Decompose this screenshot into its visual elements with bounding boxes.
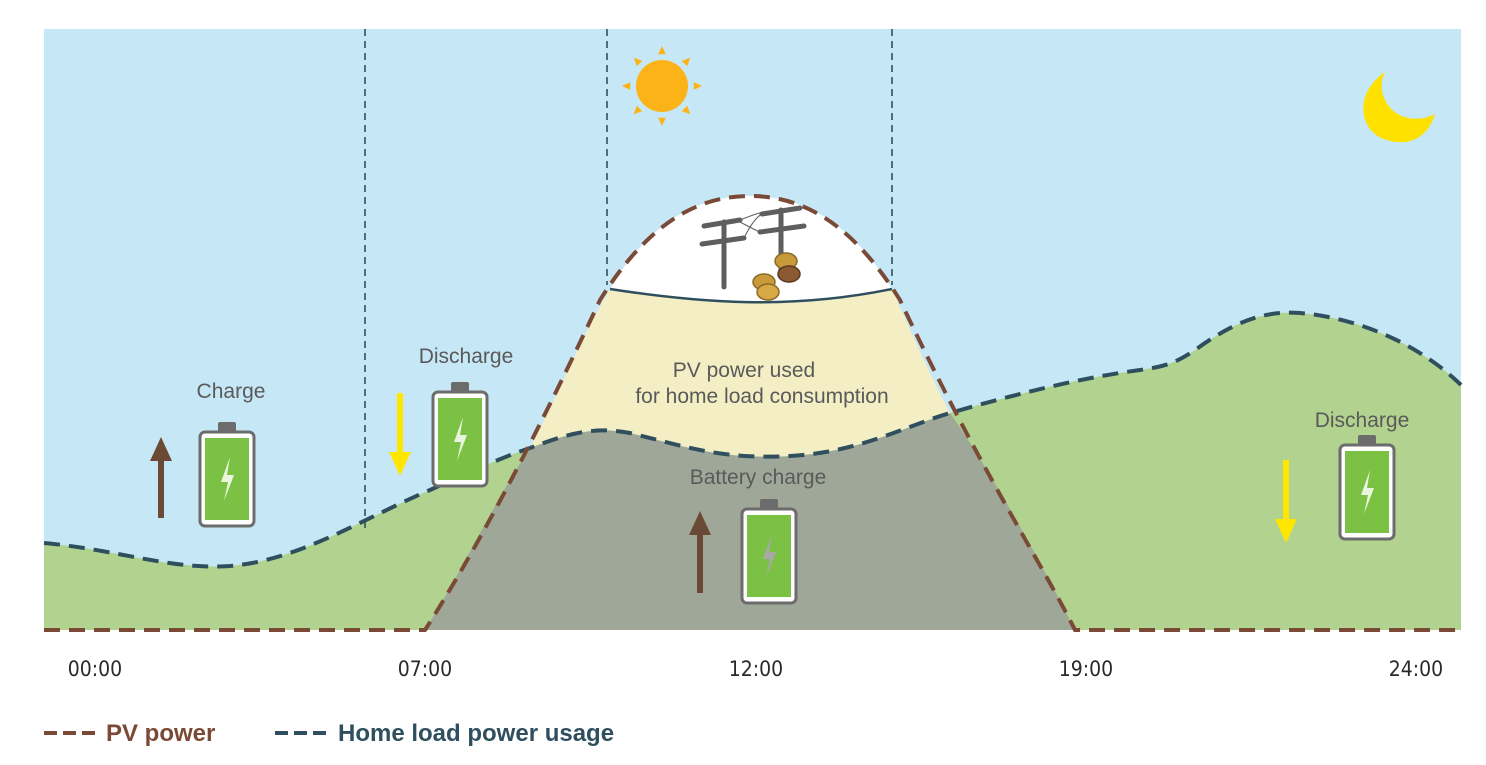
- legend: PV power Home load power usage: [44, 720, 614, 747]
- sun-ray: [681, 57, 691, 67]
- legend-home-label: Home load power usage: [338, 720, 614, 747]
- legend-pv-label: PV power: [106, 720, 215, 747]
- utility-pole-icon: [699, 205, 807, 290]
- discharge-morning-label: Discharge: [419, 345, 514, 368]
- up-arrow-icon: [689, 511, 711, 593]
- battery-icon: [1338, 435, 1396, 541]
- battery-charge-label: Battery charge: [690, 466, 827, 489]
- sun-ray: [658, 117, 666, 126]
- discharge-evening-label: Discharge: [1315, 409, 1410, 432]
- battery-icon: [431, 382, 489, 488]
- battery-icon: [740, 499, 798, 605]
- pv-used-label-line2: for home load consumption: [635, 385, 888, 408]
- pv-power-line: [44, 193, 1461, 632]
- sun-ray: [633, 105, 643, 115]
- flow-arrows: [150, 393, 1297, 593]
- battery-group: [198, 382, 1396, 605]
- sun-ray: [658, 46, 666, 55]
- grid-export-area: [610, 196, 892, 303]
- sun-ray: [633, 57, 643, 67]
- sun-ray: [622, 82, 631, 90]
- time-axis: 00:00 07:00 12:00 19:00 24:00: [68, 657, 1443, 681]
- time-markers: [364, 29, 893, 531]
- sun-ray: [693, 82, 702, 90]
- up-arrow-icon: [150, 437, 172, 518]
- charge-label: Charge: [197, 380, 266, 403]
- time-tick: 00:00: [68, 657, 122, 681]
- sun-ray: [681, 105, 691, 115]
- time-tick: 12:00: [729, 657, 783, 681]
- time-tick: 19:00: [1059, 657, 1113, 681]
- pv-used-label-line1: PV power used: [673, 359, 815, 382]
- sun-icon: [622, 46, 702, 126]
- battery-icon: [198, 422, 256, 528]
- down-arrow-icon: [389, 393, 411, 476]
- sun-disc: [636, 60, 688, 112]
- moon-icon: [1363, 72, 1435, 143]
- down-arrow-icon: [1275, 460, 1297, 543]
- time-tick: 07:00: [398, 657, 452, 681]
- pv-export-boundary: [609, 287, 893, 304]
- pv-used-home-area: [530, 289, 950, 457]
- home-load-line: [43, 310, 1463, 569]
- time-tick: 24:00: [1389, 657, 1443, 681]
- coins-icon: [752, 252, 801, 301]
